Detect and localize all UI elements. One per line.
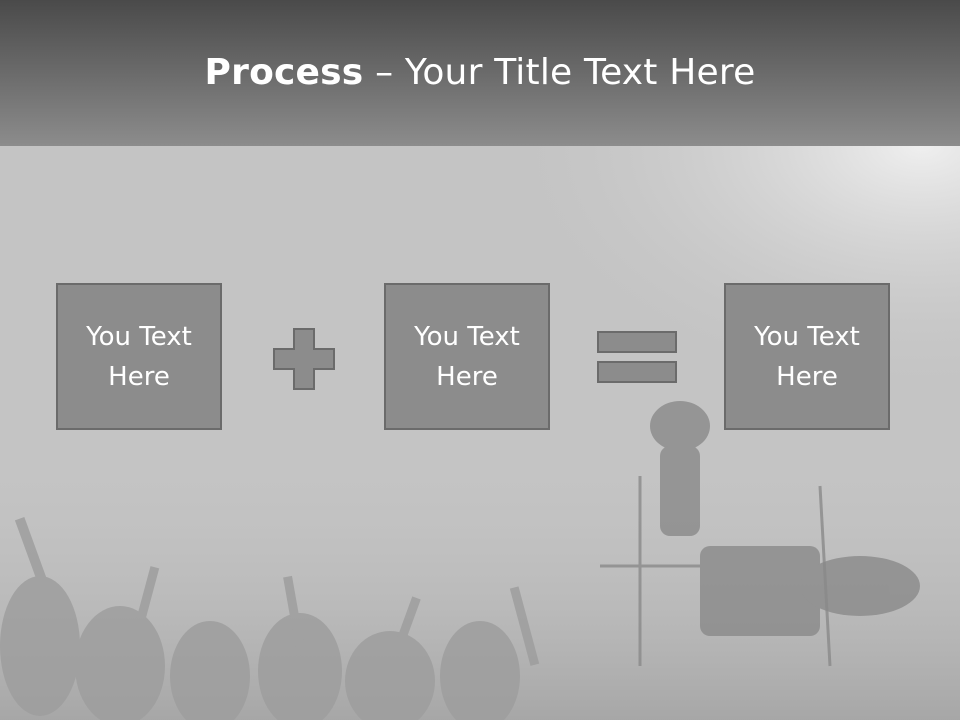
- slide-title-rest: – Your Title Text Here: [363, 52, 756, 93]
- step-box-1[interactable]: You Text Here: [56, 283, 222, 430]
- step-box-3[interactable]: You Text Here: [724, 283, 890, 430]
- title-bar: [0, 0, 960, 146]
- slide-title: Process – Your Title Text Here: [0, 52, 960, 93]
- step-box-1-text: You Text Here: [86, 321, 192, 392]
- step-box-2-text: You Text Here: [414, 321, 520, 392]
- step-box-3-text: You Text Here: [754, 321, 860, 392]
- concert-background-image: [0, 146, 960, 720]
- step-box-2[interactable]: You Text Here: [384, 283, 550, 430]
- slide-title-bold: Process: [204, 52, 364, 93]
- equals-icon: [597, 331, 677, 383]
- plus-icon: [273, 328, 335, 390]
